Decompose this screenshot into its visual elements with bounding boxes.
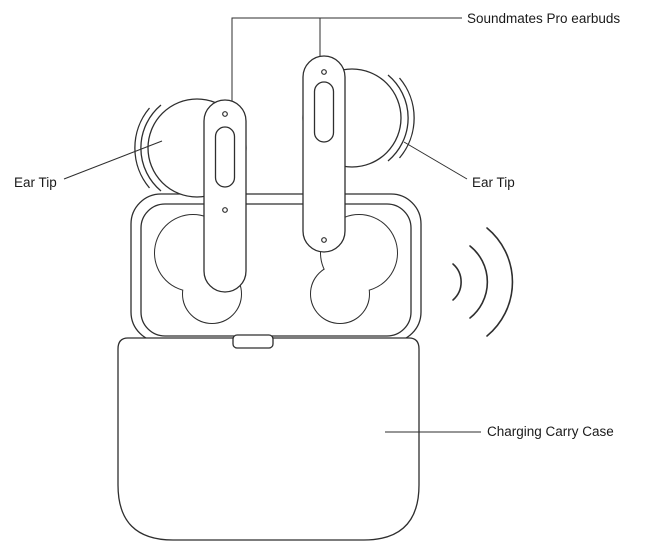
label-case: Charging Carry Case (487, 424, 614, 439)
earbud-right-stem (302, 55, 346, 253)
label-ear-tip-left: Ear Tip (14, 175, 57, 190)
callout-line-ear-tip-left (63, 140, 163, 180)
charging-case-body (117, 334, 420, 541)
wireless-signal-icon (452, 227, 514, 337)
case-hinge-tab (232, 334, 274, 349)
earbud-right (302, 55, 415, 253)
label-earbuds: Soundmates Pro earbuds (467, 11, 620, 26)
callout-line-earbuds (231, 17, 462, 101)
earbud-left (134, 98, 247, 293)
callout-line-ear-tip-right (403, 141, 468, 180)
earbud-left-stem (203, 99, 247, 293)
label-ear-tip-right: Ear Tip (472, 175, 515, 190)
callouts (63, 17, 481, 433)
